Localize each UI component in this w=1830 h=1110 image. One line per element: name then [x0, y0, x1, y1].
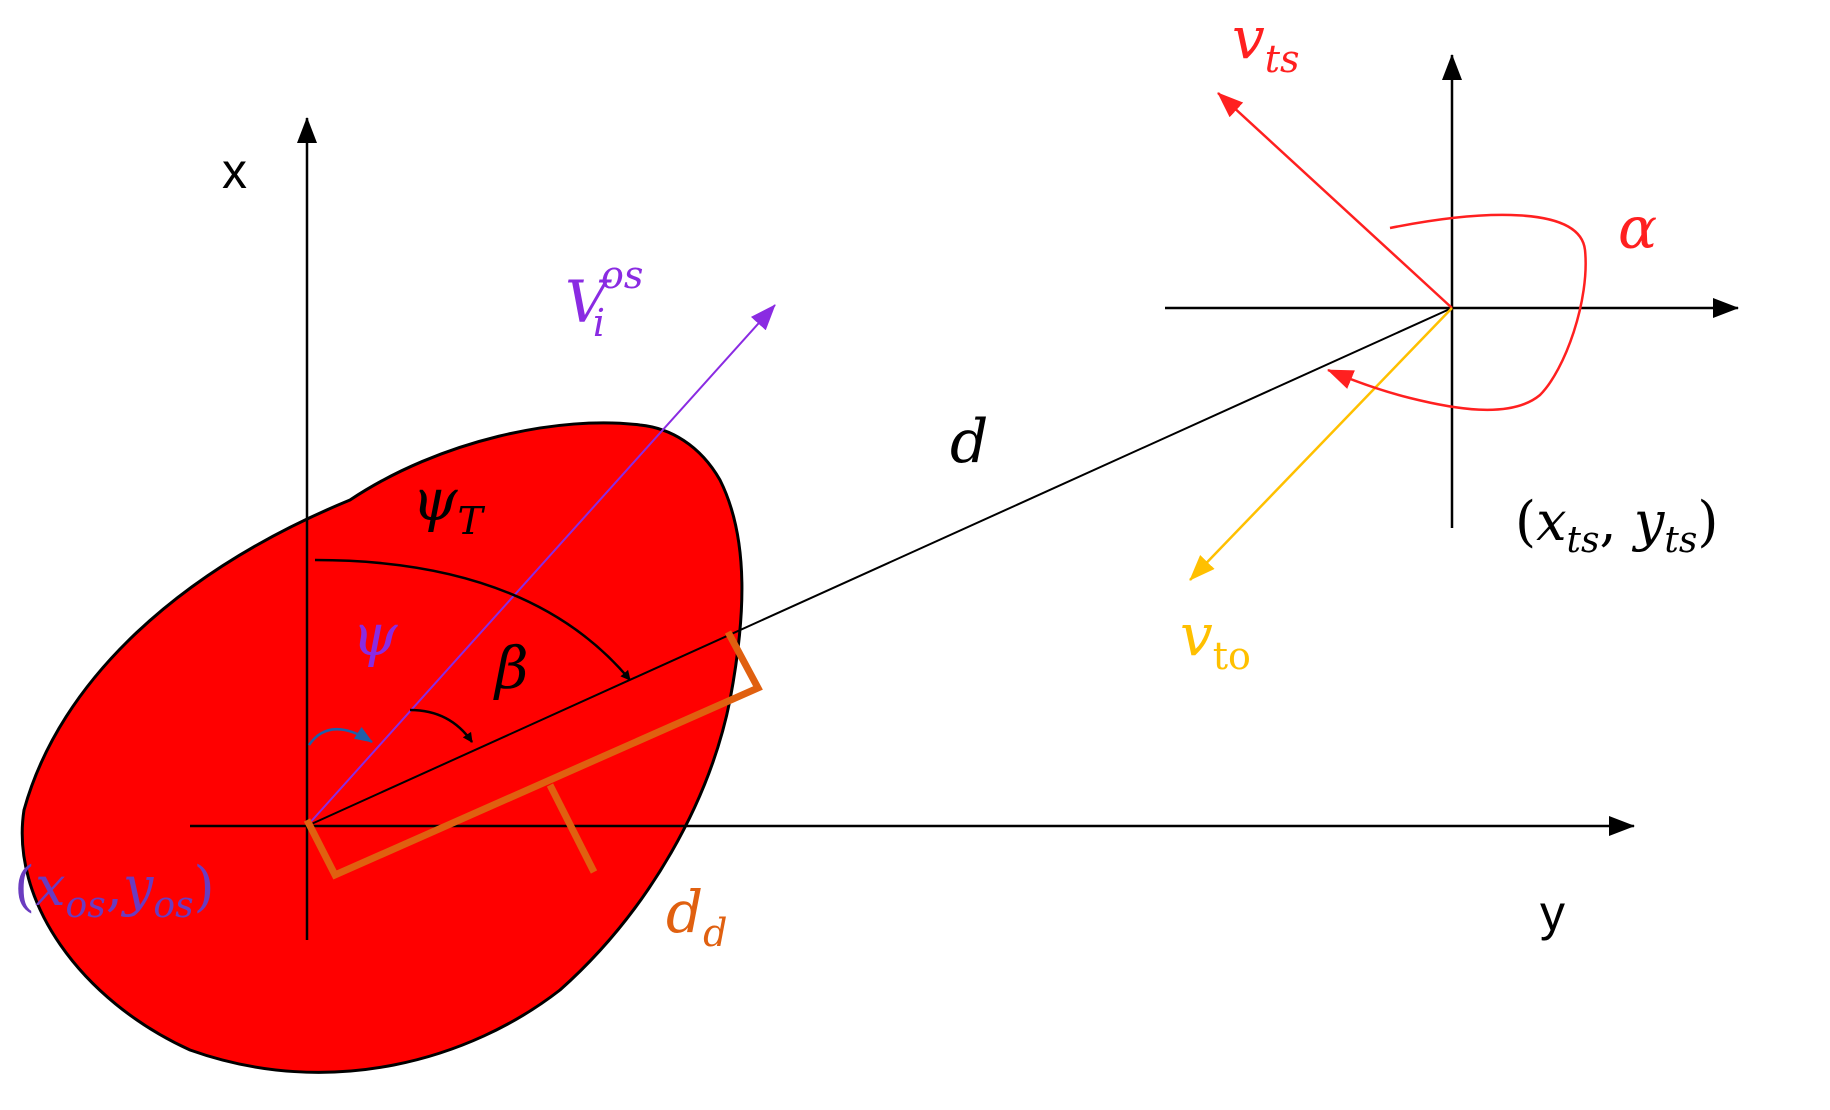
velocity-label-sub: i — [593, 301, 605, 345]
ship-domain-region — [20, 421, 744, 1074]
beta-arc — [409, 708, 474, 743]
velocity-label-sup: os — [601, 253, 643, 297]
v-to-label: vto — [1180, 601, 1251, 678]
own-ship-coord-label: (xos,yos) — [14, 855, 215, 926]
psi-label: ψ — [352, 601, 398, 669]
beta-label: β — [493, 634, 529, 702]
x-axis-label: x — [222, 143, 247, 199]
safe-zone-bracket — [303, 630, 763, 880]
v-ts-label-sub: ts — [1265, 37, 1300, 81]
distance-label: d — [950, 407, 988, 477]
v-to-label-sub: to — [1213, 634, 1251, 678]
y-axis-label: y — [1540, 885, 1565, 941]
dd-label: dd — [666, 878, 727, 955]
dd-label-sub: d — [703, 911, 727, 955]
alpha-arc — [1327, 213, 1587, 412]
target-coord-label: (xts, yts) — [1515, 490, 1718, 561]
v-ts-label: vts — [1232, 4, 1300, 81]
distance-line — [306, 307, 1453, 827]
velocity-vector-arrow — [306, 304, 776, 827]
safe-zone-tick — [546, 783, 598, 874]
psi-t-label: ψT — [412, 466, 485, 543]
relative-velocity-arrow — [1189, 307, 1453, 581]
target-velocity-arrow — [1217, 92, 1453, 309]
psi-t-label-sub: T — [457, 499, 485, 543]
psi-t-arc — [314, 558, 631, 681]
psi-arc — [307, 726, 373, 746]
velocity-label: Vios — [565, 253, 643, 345]
alpha-label: α — [1618, 194, 1657, 262]
